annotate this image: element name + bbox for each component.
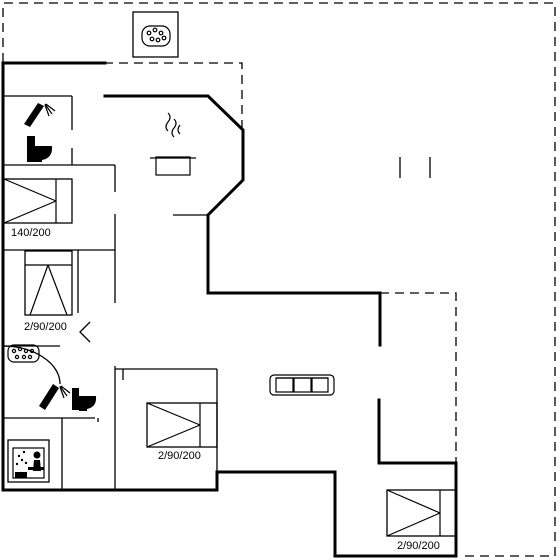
sofa-icon (269, 374, 335, 396)
terrace-outline (104, 62, 457, 462)
bed-label-90-b: 2/90/200 (158, 450, 201, 462)
shower-icon (39, 384, 71, 410)
bed-label-140: 140/200 (11, 227, 51, 239)
hot-tub-outdoor (132, 11, 179, 58)
shower-icon (24, 103, 56, 127)
bed-icon (386, 489, 457, 537)
stove-icon (150, 112, 196, 176)
toilet-icon (27, 136, 53, 162)
interior-walls (2, 95, 431, 490)
bed-icon (3, 178, 73, 224)
bed-label-90-a: 2/90/200 (24, 321, 67, 333)
sauna-icon (12, 447, 45, 479)
sauna-room (7, 439, 50, 483)
hot-tub-icon (11, 346, 35, 360)
hot-tub-indoor (7, 344, 40, 363)
bed-icon (146, 402, 218, 448)
toilet-icon (72, 388, 97, 411)
exterior-walls (1, 61, 458, 558)
bed-icon (24, 250, 73, 316)
bed-label-90-c: 2/90/200 (397, 540, 440, 552)
hot-tub-icon (146, 27, 167, 43)
